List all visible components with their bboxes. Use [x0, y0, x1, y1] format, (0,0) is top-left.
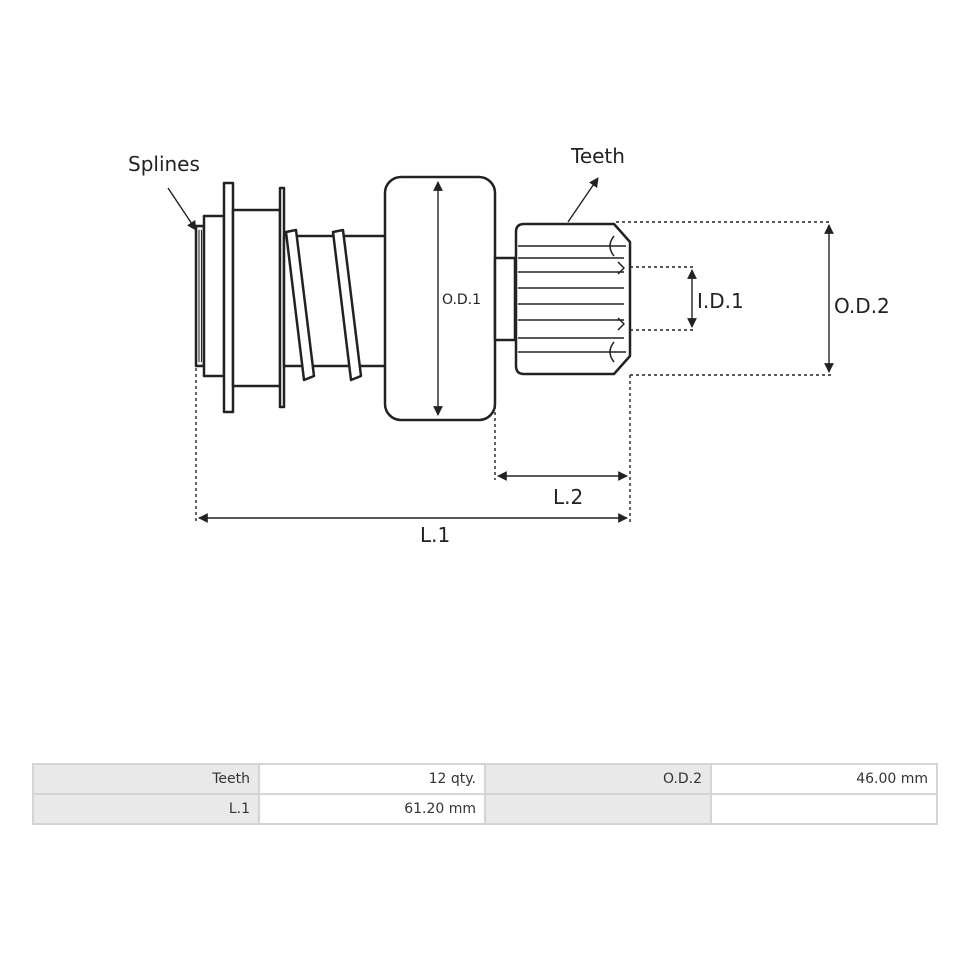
- spec-label-l1: L.1: [32, 793, 260, 825]
- spring-coil-2: [331, 228, 363, 382]
- l2-label: L.2: [553, 485, 583, 509]
- left-flange: [222, 181, 235, 414]
- spec-label-empty: [484, 793, 712, 825]
- spec-label-teeth: Teeth: [32, 763, 260, 795]
- dimension-lines: [167, 177, 834, 523]
- pinion-gear: [514, 222, 632, 376]
- hub: [202, 214, 226, 378]
- pinion-teeth-lines: [518, 235, 626, 363]
- spring-coil-1: [284, 228, 316, 382]
- starter-drive-diagram: Splines Teeth O.D.1 I.D.1 O.D.2 L.2 L.1: [128, 144, 890, 547]
- spec-value-od2: 46.00 mm: [710, 763, 938, 795]
- splines-label: Splines: [128, 152, 200, 176]
- barrel: [231, 208, 282, 388]
- teeth-leader: [567, 177, 599, 223]
- table-row: L.1 61.20 mm: [32, 793, 938, 825]
- spec-value-empty: [710, 793, 938, 825]
- od1-label: O.D.1: [442, 292, 481, 308]
- table-row: Teeth 12 qty. O.D.2 46.00 mm: [32, 763, 938, 795]
- spec-label-od2: O.D.2: [484, 763, 712, 795]
- specs-table: Teeth 12 qty. O.D.2 46.00 mm L.1 61.20 m…: [32, 763, 938, 825]
- l1-label: L.1: [420, 523, 450, 547]
- od2-label: O.D.2: [834, 294, 890, 318]
- neck: [493, 256, 517, 342]
- drive-part: [194, 175, 632, 422]
- teeth-label: Teeth: [570, 144, 625, 168]
- spec-value-l1: 61.20 mm: [258, 793, 486, 825]
- spec-value-teeth: 12 qty.: [258, 763, 486, 795]
- splines-leader: [167, 187, 197, 231]
- id1-label: I.D.1: [697, 289, 744, 313]
